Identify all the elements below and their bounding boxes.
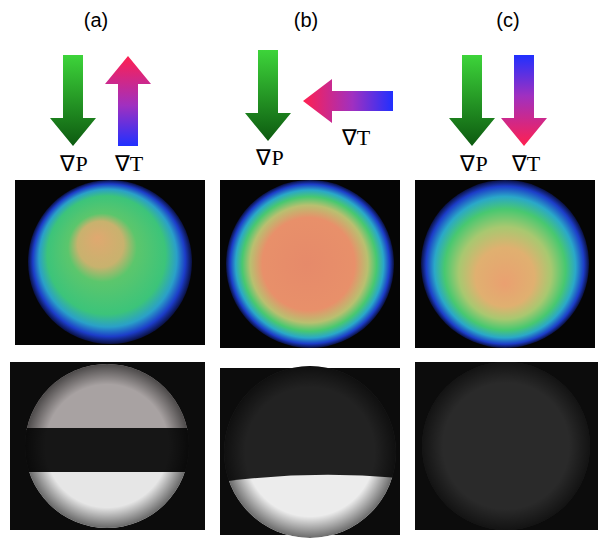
optical-image	[220, 360, 400, 545]
temperature-arrow	[303, 79, 393, 123]
thermal-image	[415, 180, 595, 348]
thermal-image	[15, 180, 205, 345]
gradient-label: ∇T	[342, 127, 370, 149]
thermal-image	[220, 180, 400, 348]
pressure-arrow	[449, 55, 495, 146]
panel-letter: (a)	[84, 10, 108, 30]
gradient-label: ∇P	[256, 147, 283, 169]
optical-image	[10, 360, 205, 532]
panel-letter: (c)	[496, 10, 519, 30]
temperature-arrow	[105, 56, 151, 146]
gradient-label: ∇P	[60, 153, 87, 175]
gradient-label: ∇T	[512, 153, 540, 175]
pressure-arrow	[245, 50, 291, 141]
gradient-label: ∇P	[460, 153, 487, 175]
gradient-label: ∇T	[115, 153, 143, 175]
pressure-arrow	[50, 55, 96, 146]
panel-letter: (b)	[294, 10, 318, 30]
temperature-arrow	[501, 55, 547, 146]
optical-image	[415, 362, 598, 530]
